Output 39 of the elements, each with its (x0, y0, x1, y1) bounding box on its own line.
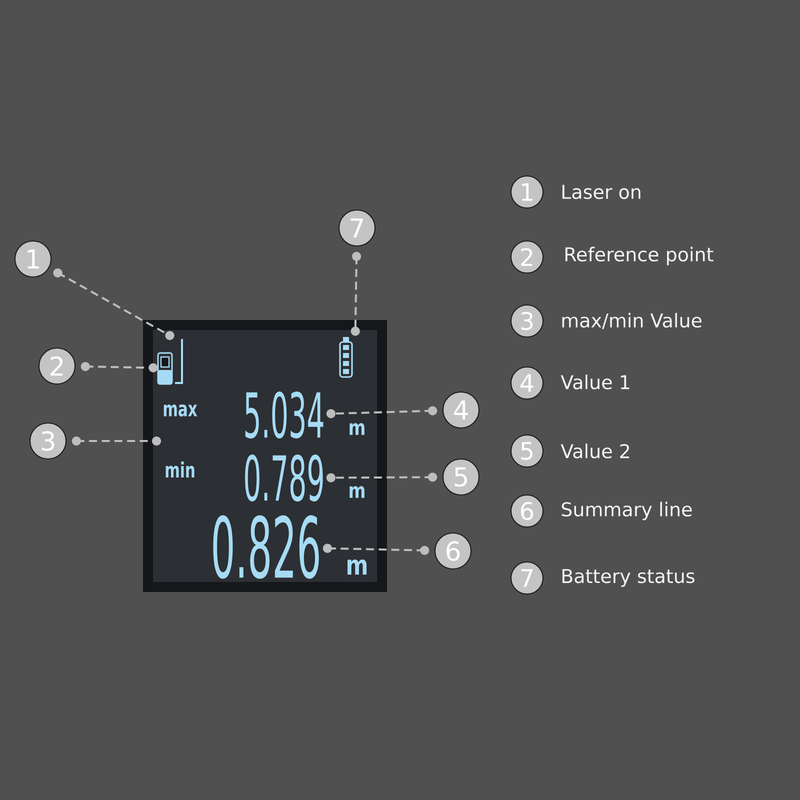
callout-number: 7 (338, 209, 376, 247)
device-icon (157, 352, 173, 385)
digital-readout: 5.034 (245, 392, 324, 438)
callout-number: 4 (510, 366, 544, 400)
leader-line (326, 472, 438, 482)
key-text: Summary line (562, 502, 692, 520)
mode-indicator: max min (164, 404, 198, 478)
callout-number: 4 (442, 391, 480, 429)
leader-line (80, 362, 158, 372)
leader-line (322, 544, 430, 555)
callout-number: 3 (510, 304, 544, 338)
digital-readout: 0.826 (213, 515, 319, 579)
laser-icon (175, 339, 183, 384)
key-text: Reference point (565, 246, 714, 266)
lcd-screen (143, 320, 387, 592)
unit-label: m (350, 423, 364, 435)
key-text: Battery status (562, 569, 694, 587)
callout-number: 7 (510, 561, 544, 595)
callout-number: 5 (442, 458, 480, 496)
leader-line (326, 406, 438, 418)
callout-number: 3 (29, 422, 67, 460)
callout-number: 2 (38, 347, 76, 385)
key-text: Value 2 (560, 444, 629, 458)
key-text: Value 1 (560, 374, 630, 390)
leader-line (72, 436, 162, 446)
leader-line (350, 252, 362, 336)
callout-number: 5 (510, 434, 544, 468)
key-text: max/min Value (562, 312, 702, 330)
digital-readout: 0.789 (245, 454, 323, 502)
callout-number: 6 (434, 532, 472, 570)
unit-label: m (350, 486, 364, 498)
unit-label: m (348, 559, 367, 575)
battery-icon (339, 337, 353, 378)
key-text: Laser on (562, 184, 640, 200)
callout-number: 2 (510, 240, 544, 274)
callout-number: 1 (14, 240, 52, 278)
callout-number: 1 (510, 175, 544, 209)
leader-line (53, 268, 174, 340)
callout-number: 6 (510, 494, 544, 528)
